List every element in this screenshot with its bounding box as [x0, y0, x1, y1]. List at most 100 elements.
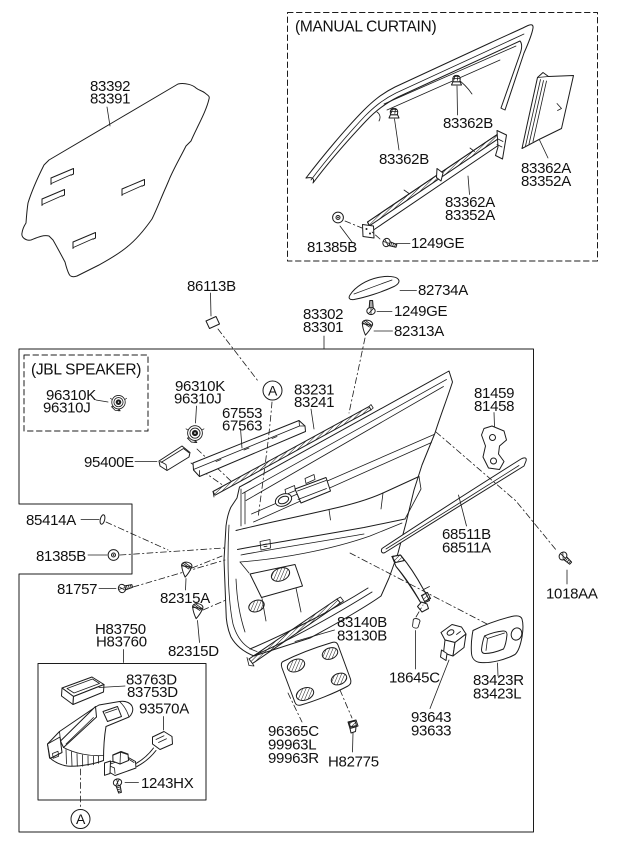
leader-83362B-lower [394, 118, 400, 151]
leader-83362B-upper [456, 85, 458, 116]
part-label-68511B: 68511B [442, 526, 491, 543]
sticker-86113B [205, 292, 259, 382]
leader-86113B [210, 292, 212, 317]
part-label-83392: 83392 [90, 78, 130, 95]
cap-82734A [348, 275, 417, 301]
cap-83423 [470, 615, 524, 677]
part-label-85414A: 85414A [26, 512, 76, 529]
part-label-83140B: 83140B [337, 614, 387, 631]
part-label-81385B-curtain: 81385B [307, 239, 357, 256]
switch-tray-83763D [61, 676, 126, 705]
part-label-83352A-bar: 83352A [445, 207, 495, 224]
part-label-83753D: 83753D [127, 684, 178, 701]
grommet-81385B-main [87, 547, 225, 561]
part-label-67563: 67563 [222, 418, 262, 435]
part-label-82315D: 82315D [168, 643, 219, 660]
speaker-grille-96365C [280, 641, 353, 723]
manual-curtain-box [287, 12, 598, 262]
part-label-83302: 83302 [303, 306, 343, 323]
view-marker-a-upper: A [262, 380, 283, 401]
leader-81385B-curtain [339, 225, 353, 243]
pull-strap [391, 554, 432, 613]
molding-83231 [212, 404, 374, 498]
part-label-83301: 83301 [303, 319, 343, 336]
part-label-81757: 81757 [57, 581, 97, 598]
jbl-tweeter [95, 395, 128, 412]
pin-85414A [80, 514, 169, 551]
part-label-93643: 93643 [411, 709, 451, 726]
leader-83362A-bar [467, 175, 470, 195]
part-label-18645C: 18645C [389, 670, 440, 687]
switch-93643 [429, 624, 467, 709]
leader-96310-main [195, 405, 197, 424]
screw-81757 [98, 559, 226, 594]
part-label-81385B-main: 81385B [36, 548, 86, 565]
door-trim-panel [223, 370, 453, 657]
part-label-86113B: 86113B [187, 278, 236, 295]
part-label-H83760: H83760 [96, 634, 147, 651]
leader-81459 [493, 412, 495, 427]
leader-83241 [310, 408, 315, 430]
part-label-96310K-jbl: 96310K [46, 387, 96, 404]
leader-82315D [197, 620, 200, 643]
clip-82315A [179, 555, 223, 591]
leader-93643 [429, 659, 450, 709]
screw-1018AA [435, 431, 575, 585]
part-label-68511A: 68511A [442, 540, 491, 557]
garnish-68511 [380, 457, 527, 554]
part-label-82734A: 82734A [418, 282, 468, 299]
part-label-83362B-lower: 83362B [379, 151, 429, 168]
view-marker-a-lower: A [70, 809, 91, 829]
screw-1243HX [112, 777, 139, 795]
part-label-1249GE-mid: 1249GE [394, 303, 448, 320]
part-label-1249GE-curtain: 1249GE [411, 235, 465, 252]
part-label-83763D: 83763D [126, 672, 177, 689]
seal-pad-83391 [21, 83, 210, 278]
part-label-83352A-side: 83352A [521, 173, 571, 190]
part-label-H83750: H83750 [95, 621, 146, 638]
leader-82315A [185, 578, 187, 591]
part-label-82313A: 82313A [394, 323, 444, 340]
part-label-1018AA: 1018AA [546, 586, 598, 603]
part-label-93633: 93633 [411, 723, 451, 740]
jbl-speaker-title: (JBL SPEAKER) [31, 362, 141, 379]
part-label-83391: 83391 [90, 91, 130, 108]
part-label-81459: 81459 [474, 385, 514, 402]
curtain-bar-83362A [362, 130, 507, 239]
part-label-83130B: 83130B [337, 628, 387, 645]
clip-82313A [359, 318, 374, 337]
jbl-speaker-box [23, 354, 149, 432]
module-95400E [134, 445, 225, 487]
bracket-81459 [481, 412, 507, 470]
labels-layer: (MANUAL CURTAIN) (JBL SPEAKER) 83392 833… [26, 19, 598, 793]
leader-83391 [106, 106, 111, 127]
leader-96310-jbl [95, 399, 109, 403]
switch-unit-93570A [104, 716, 173, 776]
belt-bar-67553 [192, 420, 306, 477]
part-label-81458: 81458 [474, 398, 514, 415]
part-label-H82775: H82775 [328, 754, 379, 771]
part-label-83241: 83241 [294, 394, 334, 411]
leader-83362A-side [539, 139, 549, 159]
part-label-82315A: 82315A [160, 590, 210, 607]
leader-H82775 [352, 732, 354, 753]
leader-67563 [240, 428, 243, 449]
leader-83423 [497, 662, 499, 677]
manual-curtain-title: (MANUAL CURTAIN) [295, 19, 436, 36]
part-label-1243HX: 1243HX [141, 775, 194, 792]
part-label-83362B-upper: 83362B [443, 115, 493, 132]
part-label-83362A-side: 83362A [521, 160, 571, 177]
part-label-96310K-main: 96310K [175, 378, 225, 395]
screw-1249GE-mid [366, 300, 376, 316]
leader-83130B [294, 629, 335, 642]
part-label-96365C: 96365C [268, 723, 319, 740]
clip-82315D [190, 599, 227, 643]
view-marker-a-upper-label: A [268, 383, 278, 399]
view-marker-a-lower-label: A [76, 811, 86, 827]
leader-68511 [458, 494, 467, 527]
part-label-96310J-jbl: 96310J [43, 400, 90, 417]
part-label-83231: 83231 [294, 382, 334, 399]
leader-83763D [98, 685, 126, 688]
